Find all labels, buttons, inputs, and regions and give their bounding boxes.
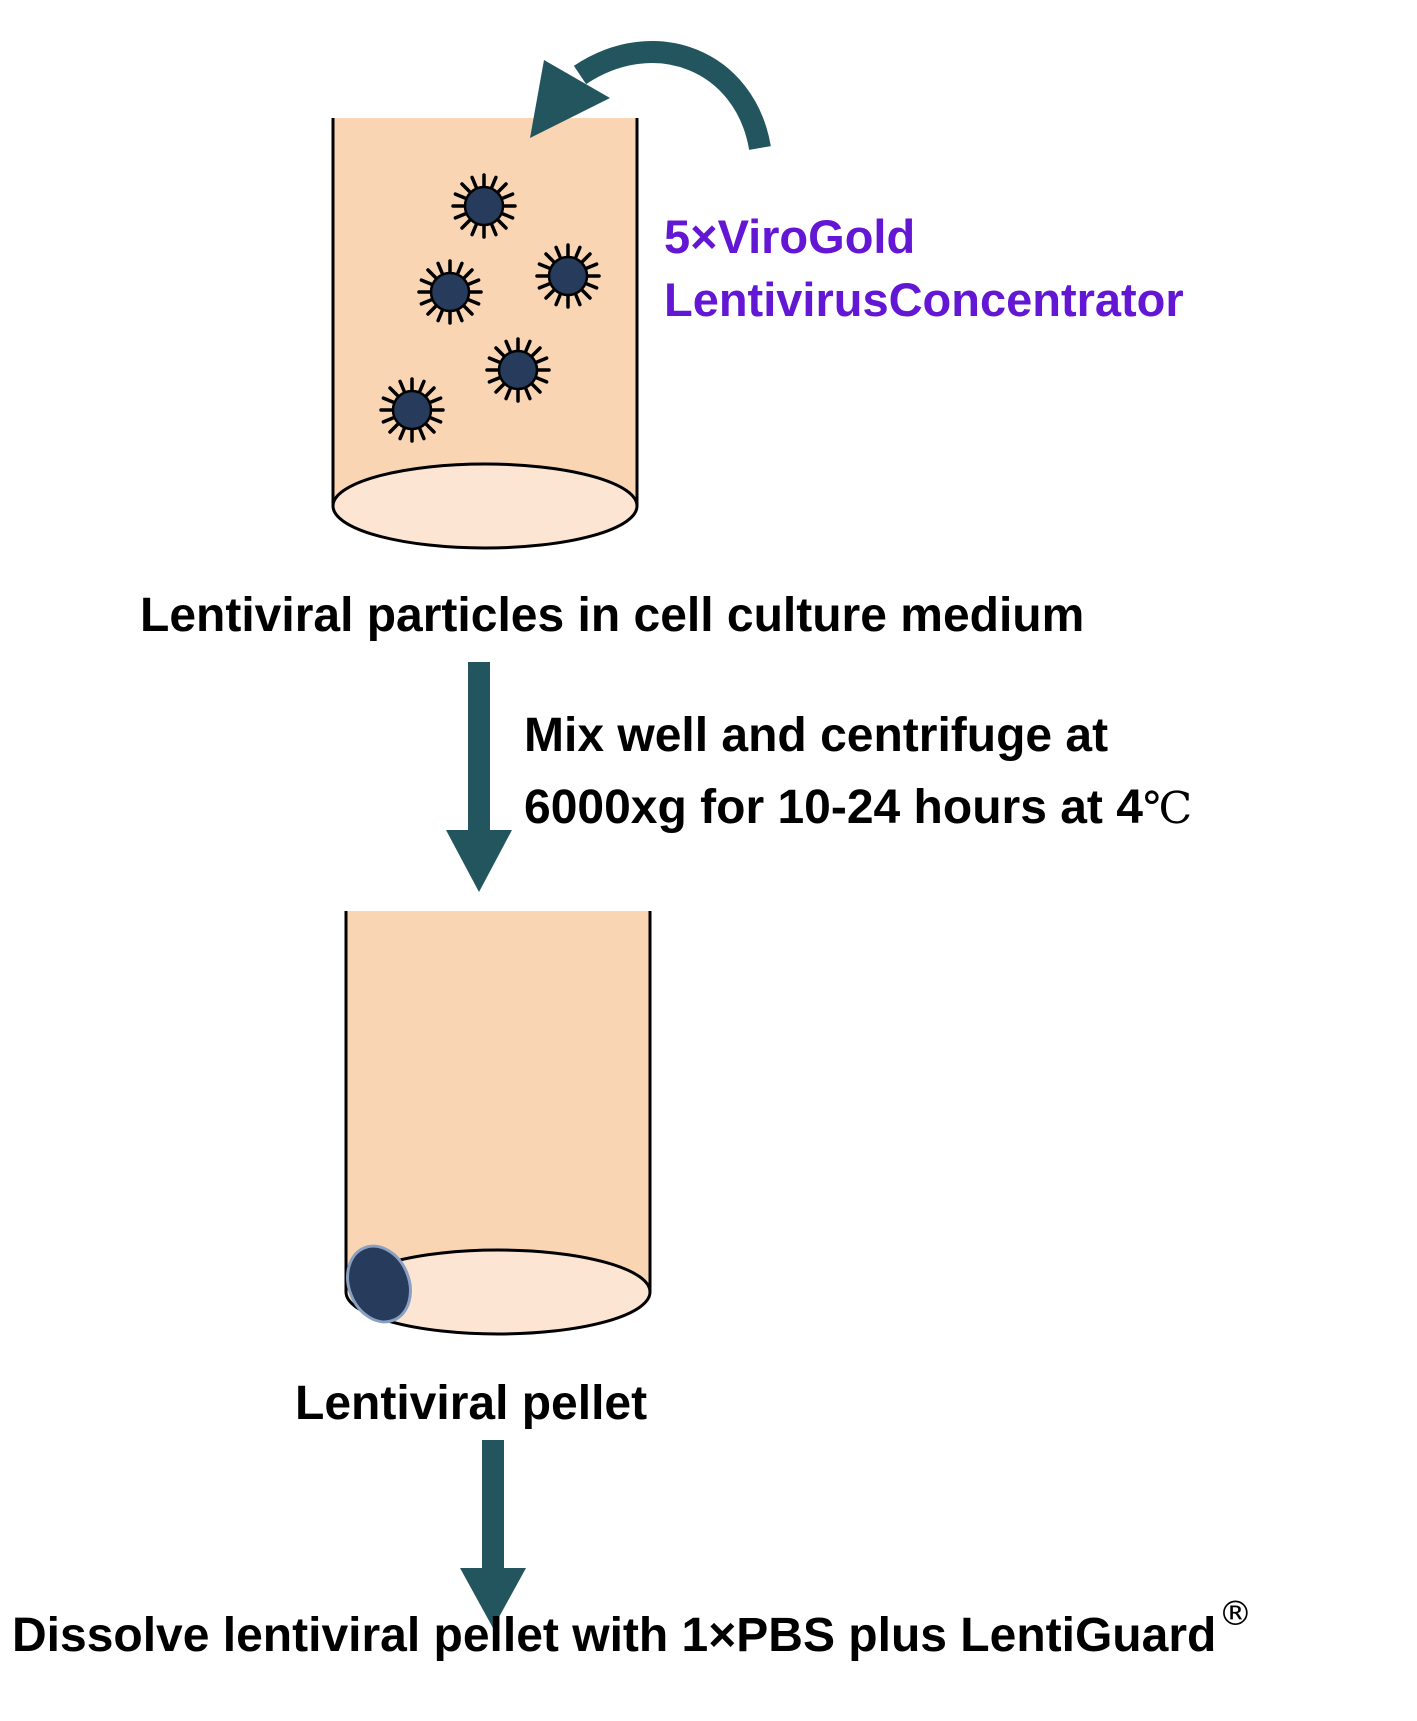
tube-with-pellet <box>344 911 652 1336</box>
centrifuge-line-2: 6000xg for 10-24 hours at 4℃ <box>524 772 1192 845</box>
centrifuge-conditions: 6000xg for 10-24 hours at 4 <box>524 781 1143 834</box>
centrifuge-line-1: Mix well and centrifuge at <box>524 709 1109 762</box>
reagent-type: LentivirusConcentrator <box>664 273 1184 326</box>
tube-with-particles <box>331 118 639 550</box>
curved-add-arrow <box>530 41 771 151</box>
tube-bottom <box>344 1248 652 1336</box>
virus-particle <box>379 377 445 443</box>
dissolve-text: Dissolve lentiviral pellet with 1×PBS pl… <box>12 1609 1217 1662</box>
virus-particle <box>451 173 517 239</box>
tube-bottom <box>331 462 639 550</box>
down-arrow <box>460 1440 526 1628</box>
virus-pellet <box>346 1244 412 1324</box>
step-pellet-label: Lentiviral pellet <box>295 1377 648 1430</box>
virus-particle <box>485 337 551 403</box>
step-dissolve-label: Dissolve lentiviral pellet with 1×PBS pl… <box>12 1597 1252 1662</box>
virus-particle <box>535 243 601 309</box>
centrifuge-instruction: Mix well and centrifuge at 6000xg for 10… <box>524 700 1192 845</box>
virus-particle <box>417 259 483 325</box>
reagent-name: 5×ViroGold <box>664 210 916 263</box>
reagent-label: 5×ViroGold LentivirusConcentrator <box>664 205 1184 331</box>
temperature-unit: ℃ <box>1142 783 1193 834</box>
step-particles-label: Lentiviral particles in cell culture med… <box>140 589 1085 642</box>
down-arrow <box>446 662 512 892</box>
registered-mark: ® <box>1218 1594 1253 1634</box>
